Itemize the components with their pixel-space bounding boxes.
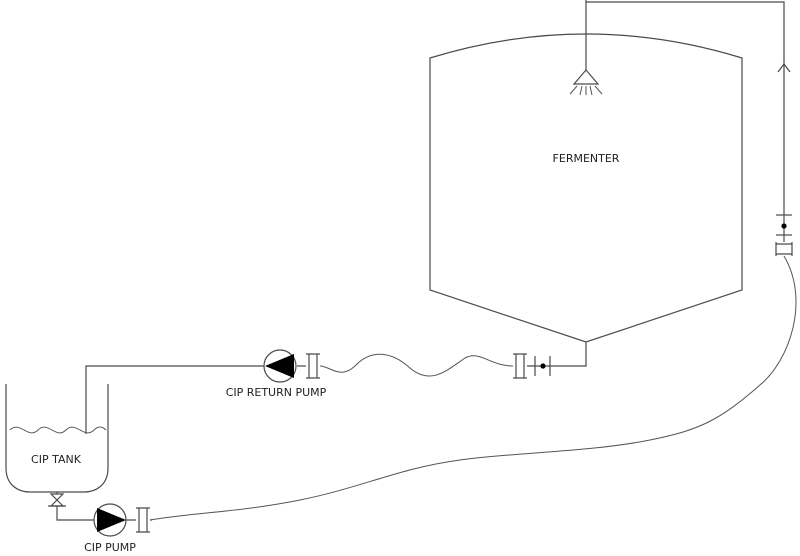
spray-ball-icon xyxy=(569,0,603,96)
tank-outlet-valve-icon xyxy=(48,492,94,521)
fermenter-outlet-line xyxy=(527,342,587,367)
cip-return-pump-label: CIP RETURN PUMP xyxy=(226,386,327,399)
flexible-hose-supply xyxy=(149,255,797,521)
outlet-valve-icon xyxy=(534,356,551,376)
right-valve-icon xyxy=(776,214,792,236)
cip-pump-label: CIP PUMP xyxy=(84,541,136,554)
right-flange-icon xyxy=(775,242,793,256)
return-line-to-tank xyxy=(85,365,264,434)
cip-return-pump-icon xyxy=(263,349,297,383)
outlet-flange-icon xyxy=(513,353,527,379)
supply-line-top xyxy=(586,1,785,242)
cip-pump-icon xyxy=(93,503,127,537)
flexible-hose-return xyxy=(319,353,514,377)
return-pump-flange-icon xyxy=(306,353,320,379)
fermenter-label: FERMENTER xyxy=(553,152,620,165)
cip-tank xyxy=(5,384,109,493)
check-valve-icon xyxy=(777,63,791,73)
cip-pump-flange-icon xyxy=(136,507,150,533)
fermenter-vessel xyxy=(429,33,743,343)
cip-tank-label: CIP TANK xyxy=(31,453,82,466)
